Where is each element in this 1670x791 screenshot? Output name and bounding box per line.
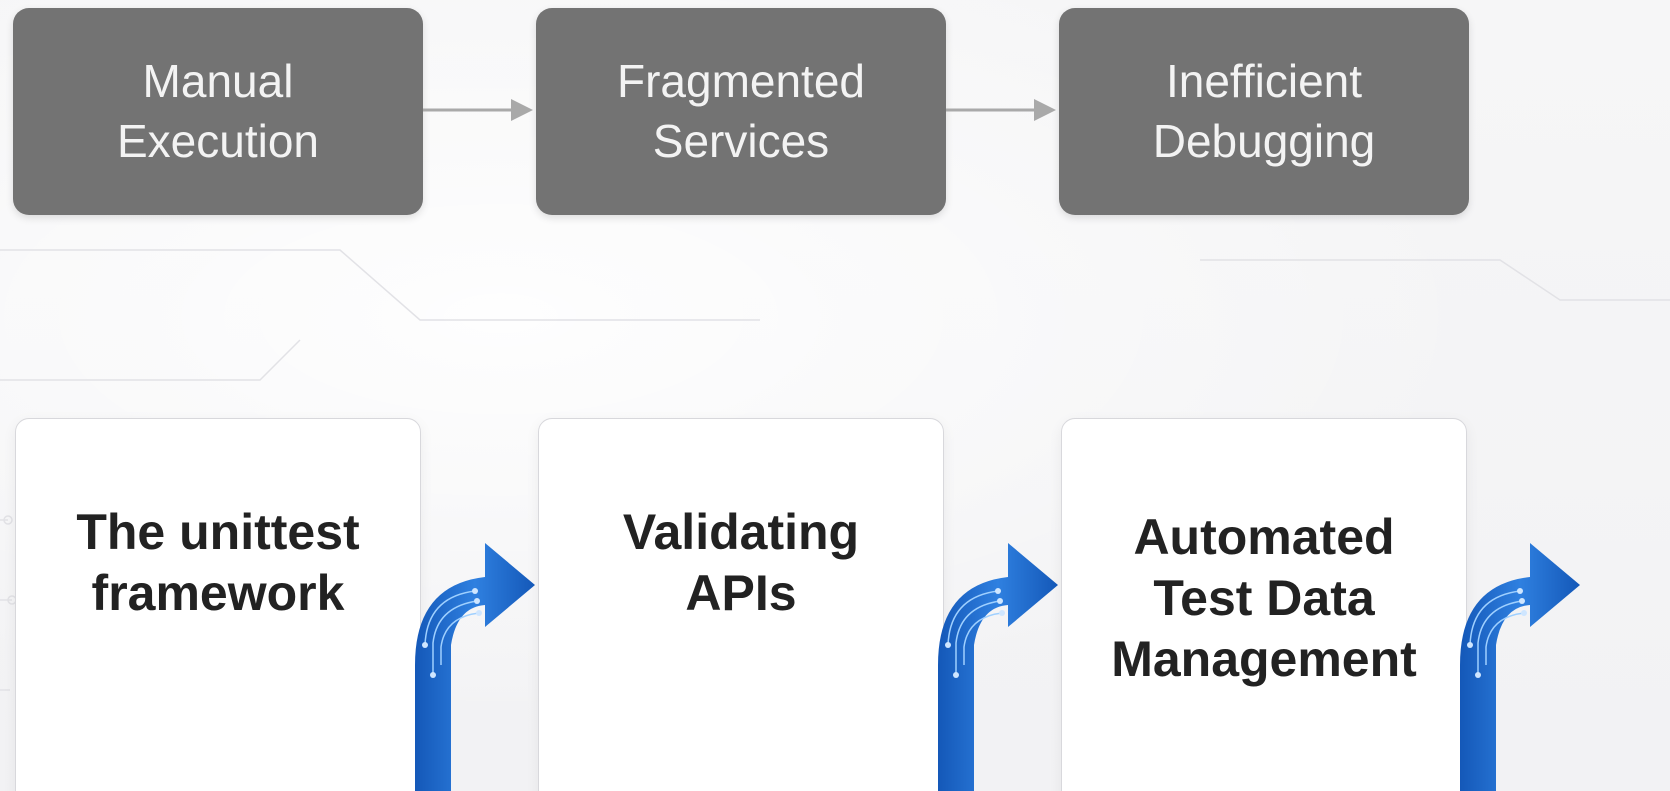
step-label: The unittest framework xyxy=(76,504,360,621)
step-manual-execution: Manual Execution xyxy=(13,8,423,215)
blue-circuit-curved-arrow-icon xyxy=(938,543,1058,791)
step-validating-apis: Validating APIs xyxy=(538,418,944,791)
step-label: Validating APIs xyxy=(622,504,860,621)
step-unittest-framework: The unittest framework xyxy=(15,418,421,791)
step-label: Manual Execution xyxy=(116,54,319,167)
step-label: Automated Test Data Management xyxy=(1111,508,1417,687)
blue-circuit-curved-arrow-icon xyxy=(1460,543,1580,791)
step-fragmented-services: Fragmented Services xyxy=(536,8,946,215)
step-label: Inefficient Debugging xyxy=(1152,54,1376,167)
step-inefficient-debugging: Inefficient Debugging xyxy=(1059,8,1469,215)
step-automated-test-data-management: Automated Test Data Management xyxy=(1061,418,1467,791)
step-label: Fragmented Services xyxy=(616,54,865,167)
blue-circuit-curved-arrow-icon xyxy=(415,543,535,791)
gray-right-arrow-icon xyxy=(946,99,1056,121)
gray-right-arrow-icon xyxy=(423,99,533,121)
